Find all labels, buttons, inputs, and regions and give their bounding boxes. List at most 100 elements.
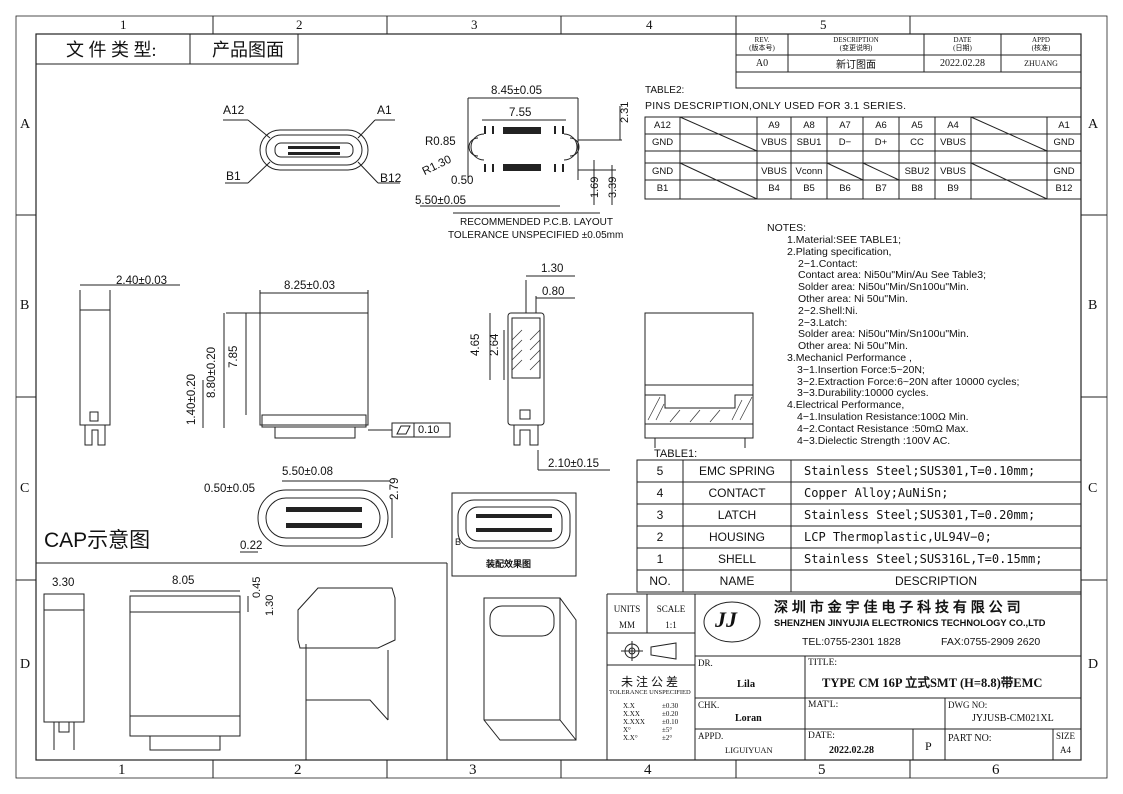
note-line: 1.Material:SEE TABLE1; (787, 234, 901, 246)
note-line: 4−2.Contact Resistance :50mΩ Max. (797, 422, 969, 435)
col-number-5: 5 (820, 17, 827, 32)
tolerance-row: ±5° (662, 726, 673, 734)
material-label: MAT'L: (808, 700, 839, 710)
cap-dim-330: 3.30 (52, 577, 75, 589)
doc-type-label: 文 件 类 型: (66, 40, 157, 60)
col-number-2-bottom: 2 (294, 762, 302, 778)
pin-cell (680, 180, 757, 197)
rev-appd-value: ZHUANG (1024, 59, 1058, 68)
face-label-a12: A12 (223, 103, 245, 117)
title-label: TITLE: (808, 658, 838, 668)
note-line: 2−3.Latch: (798, 316, 848, 329)
bottom-dim-550: 5.50±0.08 (282, 466, 334, 478)
material-cell-no: 5 (656, 464, 664, 478)
note-line: Solder area: Ni50u"Min/Sn100u"Min. (798, 281, 969, 294)
pin-cell: A7 (839, 120, 851, 131)
pin-cell (971, 163, 1047, 180)
front-dim-140: 1.40±0.20 (186, 373, 198, 425)
rev-description-value: 新订图面 (836, 60, 876, 71)
approved-by-label: APPD. (698, 731, 724, 741)
size-label: SIZE (1056, 731, 1075, 741)
pin-cell: D+ (874, 137, 888, 148)
company-name-cn: 深 圳 市 金 宇 佳 电 子 科 技 有 限 公 司 (774, 599, 1021, 615)
note-line: Solder area: Ni50u"Min/Sn100u"Min. (798, 328, 969, 341)
drawing-number-label: DWG NO: (948, 700, 988, 710)
bottom-dim-022: 0.22 (240, 540, 263, 552)
pin-cell: VBUS (940, 166, 966, 177)
front-dim-785: 7.85 (228, 345, 240, 368)
part-number-label: PART NO: (948, 733, 992, 744)
col-number-1: 1 (120, 17, 127, 32)
pin-table-subtitle: PINS DESCRIPTION,ONLY USED FOR 3.1 SERIE… (645, 100, 907, 112)
col-number-4: 4 (646, 17, 653, 32)
rev-date-value: 2022.02.28 (940, 58, 985, 69)
row-letter-c-right: C (1088, 481, 1098, 496)
pin-cell: D− (838, 137, 852, 148)
pin-cell: VBUS (761, 166, 787, 177)
note-line: Contact area: Ni50u"Min/Au See Table3; (798, 269, 986, 282)
note-line: 2−2.Shell:Ni. (798, 304, 858, 317)
col-number-6-bottom: 6 (992, 762, 1000, 778)
col-number-3: 3 (471, 17, 478, 32)
note-line: 2−1.Contact: (798, 257, 858, 270)
company-fax: FAX:0755-2909 2620 (941, 636, 1041, 648)
bottom-dim-279: 2.79 (389, 477, 401, 500)
description-header-zh: (变更说明) (839, 44, 873, 52)
tolerance-row: X.XXX (623, 718, 645, 726)
pcb-dim-width: 8.45±0.05 (491, 85, 543, 97)
scale-label: SCALE (656, 604, 686, 614)
appd-header-en: APPD (1032, 36, 1050, 45)
note-line: Other area: Ni 50u"Min. (798, 293, 908, 305)
pin-cell: B4 (768, 183, 780, 194)
iso-view-caption: 装配效果图 (486, 559, 532, 569)
company-name-en: SHENZHEN JINYUJIA ELECTRONICS TECHNOLOGY… (774, 618, 1046, 628)
tolerance-row: X° (623, 726, 631, 734)
pcb-dim-pad: 0.50 (451, 175, 474, 187)
row-letter-d: D (20, 657, 31, 672)
pin-cell: B7 (875, 183, 887, 194)
pin-cell: VBUS (761, 137, 787, 148)
pin-cell (971, 134, 1047, 151)
row-letter-b-right: B (1088, 298, 1098, 313)
pin-cell (971, 117, 1047, 134)
pin-cell: A5 (911, 120, 923, 131)
face-label-b1: B1 (226, 169, 241, 183)
col-number-1-bottom: 1 (118, 762, 126, 778)
pin-cell (863, 163, 899, 180)
pin-cell: CC (910, 137, 924, 148)
cap-title: CAP示意图 (44, 529, 151, 552)
date-header: DATE(日期) (924, 35, 1001, 55)
pcb-caption: RECOMMENDED P.C.B. LAYOUT (460, 217, 613, 228)
pin-cell: B6 (839, 183, 851, 194)
section-dim-130: 1.30 (541, 263, 564, 275)
pin-cell: B1 (656, 183, 669, 194)
page-label: P (925, 739, 932, 753)
material-header-no: NO. (649, 574, 671, 588)
row-letter-a: A (20, 117, 31, 132)
rev-header-en: REV. (754, 36, 770, 45)
tolerance-row: X.XX (623, 710, 640, 718)
rev-header-zh: (版本号) (749, 44, 775, 52)
pin-cell: A1 (1058, 120, 1070, 131)
note-line: 2.Plating specification, (787, 245, 892, 258)
note-line: Other area: Ni 50u"Min. (798, 340, 908, 353)
col-number-2: 2 (296, 17, 303, 32)
col-number-4-bottom: 4 (644, 762, 652, 778)
pin-cell (680, 163, 757, 180)
col-number-3-bottom: 3 (469, 762, 477, 778)
material-cell-desc: Copper Alloy;AuNiSn; (804, 486, 949, 500)
row-letter-b: B (20, 298, 30, 313)
tolerance-row: ±2° (662, 734, 673, 742)
pcb-dim-span: 5.50±0.05 (415, 195, 467, 207)
checked-by-value: Loran (735, 713, 762, 724)
description-header-en: DESCRIPTION (833, 36, 879, 45)
pin-cell: B5 (803, 183, 815, 194)
material-cell-name: SHELL (717, 552, 757, 566)
tolerance-title: 未 注 公 差 (621, 675, 679, 689)
material-table-title: TABLE1: (654, 448, 698, 460)
cap-dim-805: 8.05 (172, 575, 195, 587)
material-cell-desc: Stainless Steel;SUS301,T=0.10mm; (804, 464, 1036, 478)
size-value: A4 (1060, 745, 1071, 755)
